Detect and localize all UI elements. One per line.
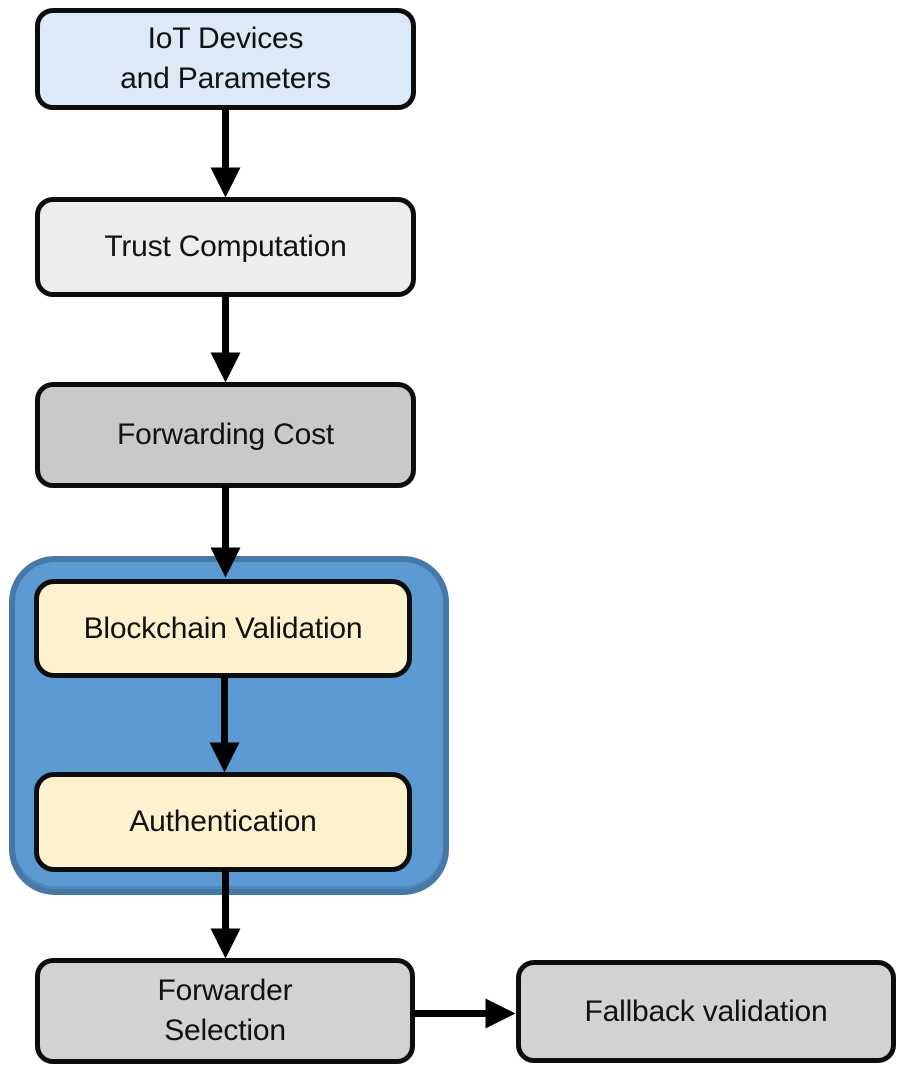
node-label: Trust Computation [104,230,347,264]
node-trust-computation: Trust Computation [35,197,416,297]
node-label: Fallback validation [584,994,828,1028]
node-blockchain-validation: Blockchain Validation [34,579,412,678]
node-label: Blockchain Validation [83,611,363,645]
node-iot-devices: IoT Devices and Parameters [35,8,416,110]
node-label: Authentication [129,805,317,839]
node-label: Forwarder [157,974,293,1008]
node-label: IoT Devices [147,22,304,56]
node-label: Forwarding Cost [116,418,335,452]
node-label: Selection [164,1014,286,1047]
node-fallback-validation: Fallback validation [516,960,896,1063]
node-forwarder-selection: Forwarder Selection [35,958,415,1064]
node-label: and Parameters [120,62,331,95]
node-forwarding-cost: Forwarding Cost [35,382,416,488]
node-authentication: Authentication [34,772,412,872]
